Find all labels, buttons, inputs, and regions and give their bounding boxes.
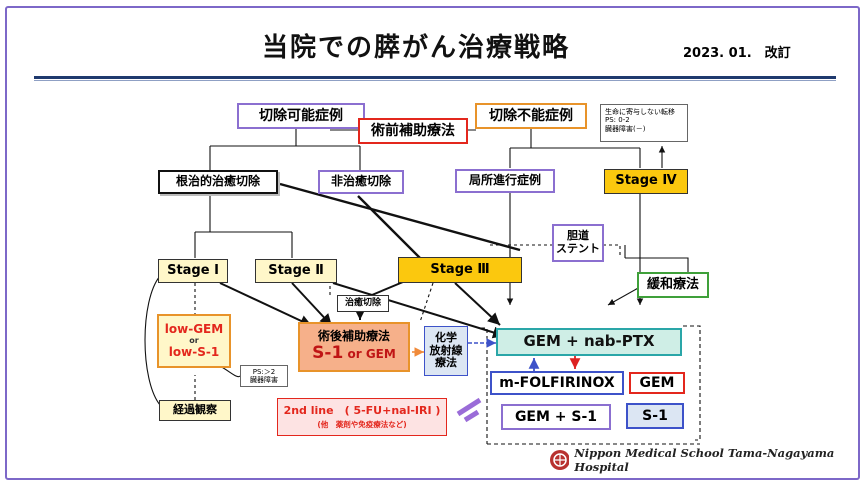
- hospital-name: Nippon Medical School Tama-Nagayama Hosp…: [574, 446, 835, 474]
- unresectable-case: 切除不能症例: [475, 103, 587, 129]
- title-rule: [34, 76, 836, 79]
- neoadjuvant-therapy: 術前補助療法: [358, 118, 468, 144]
- adjuvant-s1: S-1: [312, 343, 344, 364]
- second-line-note: (他 薬剤や免疫療法など): [317, 419, 407, 429]
- palliative-care: 緩和療法: [637, 272, 709, 298]
- second-line-therapy: 2nd line ( 5-FU+nal-IRI ) (他 薬剤や免疫療法など): [277, 398, 447, 436]
- locally-advanced-case: 局所進行症例: [455, 169, 555, 193]
- hospital-logo: Nippon Medical School Tama-Nagayama Hosp…: [549, 446, 867, 474]
- curative-resection: 根治的治癒切除: [158, 170, 278, 194]
- conditions-note: 生命に寄与しない転移 PS: 0-2 臓器障害(－): [600, 104, 688, 142]
- hospital-emblem-icon: [550, 450, 570, 470]
- stage-2: Stage Ⅱ: [255, 259, 337, 283]
- low-dose-therapy: low-GEM or low-S-1: [157, 314, 231, 368]
- gem-nab-ptx: GEM + nab-PTX: [496, 328, 682, 356]
- noncurative-resection: 非治癒切除: [318, 170, 404, 194]
- stage-4: Stage Ⅳ: [604, 169, 688, 194]
- or-label: or: [189, 336, 199, 346]
- ps-note: PS:＞2 臓器障害: [240, 365, 288, 387]
- gem-s1-regimen: GEM + S-1: [501, 404, 611, 430]
- m-folfirinox: m-FOLFIRINOX: [490, 371, 624, 395]
- s1-regimen: S-1: [626, 403, 684, 429]
- resectable-case: 切除可能症例: [237, 103, 365, 129]
- stage-3: Stage Ⅲ: [398, 257, 522, 283]
- title-rule-thin: [34, 80, 836, 81]
- low-s1-label: low-S-1: [168, 344, 220, 359]
- gem-regimen: GEM: [629, 372, 685, 394]
- slide-frame: [5, 6, 860, 480]
- stage-1: Stage Ⅰ: [158, 259, 228, 283]
- curative-cut-label: 治癒切除: [337, 295, 389, 312]
- revision-date: 2023. 01. 改訂: [683, 46, 791, 61]
- biliary-stent: 胆道 ステント: [552, 224, 604, 262]
- follow-up-observation: 経過観察: [159, 400, 231, 421]
- chemoradiation: 化学 放射線 療法: [424, 326, 468, 376]
- second-line-label: 2nd line ( 5-FU+nal-IRI ): [283, 403, 441, 417]
- adjuvant-therapy: 術後補助療法 S-1 or GEM: [298, 322, 410, 372]
- low-gem-label: low-GEM: [164, 321, 224, 336]
- adjuvant-or-gem: or GEM: [343, 347, 396, 362]
- adjuvant-regimen: S-1 or GEM: [312, 343, 396, 364]
- adjuvant-label: 術後補助療法: [317, 329, 390, 344]
- page-title: 当院での膵がん治療戦略: [261, 33, 570, 63]
